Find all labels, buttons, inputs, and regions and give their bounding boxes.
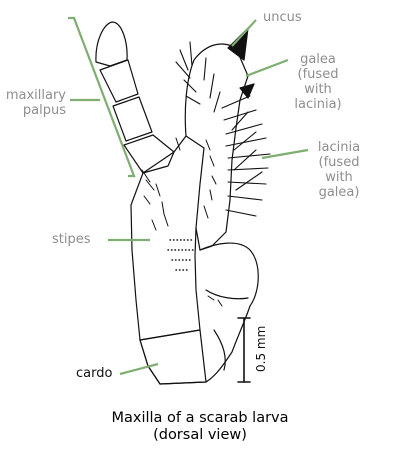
label-stipes: stipes	[52, 232, 91, 247]
palpus-bracket	[68, 16, 136, 178]
cardo-leader	[119, 362, 159, 376]
stipes-outline	[130, 135, 205, 341]
scale-bar-label: 0.5 mm	[254, 325, 268, 372]
cardo-outline	[139, 329, 207, 385]
palpus-segment-1	[95, 21, 128, 67]
figure-caption: Maxilla of a scarab larva (dorsal view)	[111, 410, 289, 443]
uncus-leader	[231, 19, 257, 47]
palpus-segment-2	[99, 59, 139, 103]
galea-leader	[245, 58, 289, 78]
lacinia-leader	[261, 148, 309, 160]
label-galea: galea (fused with lacinia)	[294, 52, 342, 112]
label-cardo: cardo	[76, 366, 113, 381]
label-lacinia: lacinia (fused with galea)	[317, 140, 361, 200]
galea-lacinia-lobe	[184, 43, 249, 251]
lower-body	[139, 242, 259, 385]
palpus-segment-3	[112, 96, 153, 142]
palpus-segment-4	[123, 134, 175, 174]
label-maxillary-palpus: maxillary palpus	[5, 88, 66, 118]
label-uncus: uncus	[263, 10, 302, 25]
